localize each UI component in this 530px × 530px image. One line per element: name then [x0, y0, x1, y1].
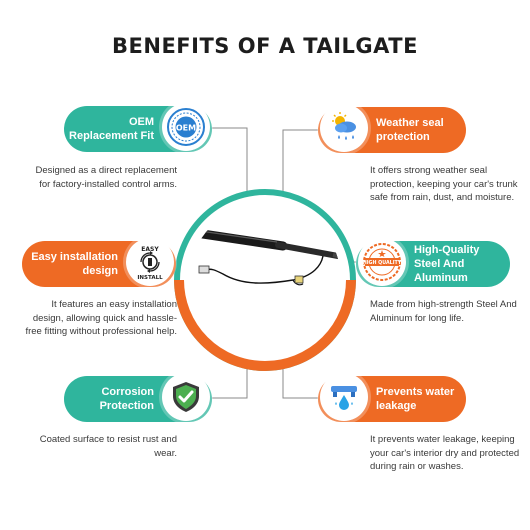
weather-icon	[320, 104, 368, 152]
oem-badge-text: OEM	[176, 123, 196, 132]
benefit-oem-label: OEM Replacement Fit	[69, 116, 154, 142]
benefit-high-quality-label: High-Quality Steel And Aluminum	[414, 244, 480, 284]
benefit-water-label: Prevents water leakage	[376, 386, 455, 412]
oem-seal-icon: OEM	[162, 103, 210, 151]
shield-check-icon	[162, 373, 210, 421]
benefit-weather-label: Weather seal protection	[376, 117, 444, 143]
benefit-corrosion-label: Corrosion Protection	[99, 386, 154, 412]
benefit-high-quality-description: Made from high-strength Steel And Alumin…	[370, 299, 517, 324]
product-image	[173, 188, 357, 372]
benefit-oem-replacement: OEM Replacement Fit OEM	[64, 103, 212, 152]
high-quality-badge-text: HIGH QUALITY	[363, 260, 402, 266]
high-quality-stamp-icon: HIGH QUALITY	[358, 238, 406, 286]
benefit-corrosion-description: Coated surface to resist rust and wear.	[39, 434, 177, 459]
benefit-weather-seal: Weather seal protection	[318, 104, 466, 153]
benefit-water-leakage: Prevents water leakage	[318, 373, 466, 422]
page-title: BENEFITS OF A TAILGATE	[112, 34, 418, 58]
benefit-easy-description: It features an easy installation design,…	[25, 299, 177, 337]
benefit-high-quality: HIGH QUALITY High-Quality Steel And Alum…	[356, 238, 510, 287]
easy-badge-bottom-text: INSTALL	[137, 275, 163, 281]
easy-install-icon: EASY INSTALL	[126, 238, 174, 286]
benefit-water-description: It prevents water leakage, keeping your …	[370, 434, 520, 472]
water-drop-icon	[320, 373, 368, 421]
benefit-corrosion-protection: Corrosion Protection	[64, 373, 212, 422]
benefit-oem-description: Designed as a direct replacement for fac…	[35, 165, 177, 190]
benefit-easy-label: Easy installation design	[31, 251, 118, 277]
benefit-weather-description: It offers strong weather seal protection…	[370, 165, 518, 203]
benefit-easy-installation: Easy installation design EASY INSTALL	[22, 238, 176, 287]
easy-badge-top-text: EASY	[141, 246, 159, 253]
